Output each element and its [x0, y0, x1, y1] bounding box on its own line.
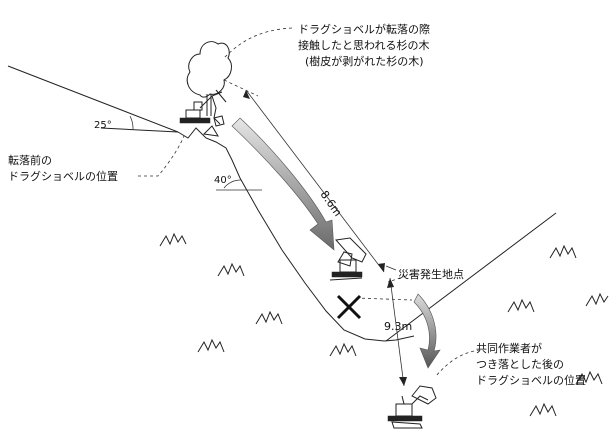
- excavator-before-fall-icon: [179, 89, 227, 137]
- accident-site-leader: [387, 273, 413, 283]
- upper-slope-angle-label: 25°: [94, 120, 112, 131]
- angle-arc-lower: [223, 179, 242, 189]
- right-slope-line: [385, 212, 557, 342]
- tree-callout-line-1: ドラグショベルが転落の際: [298, 22, 430, 36]
- grass-tufts: [159, 232, 609, 417]
- accident-site-x-marker: [336, 294, 362, 320]
- tree-callout-line-3: (樹皮が剥がれた杉の木): [305, 54, 424, 68]
- excavator-accident-site-icon: [329, 237, 367, 281]
- dimension-label-9-3m: 9.3m: [384, 320, 412, 333]
- before-fall-label-line-1: 転落前の: [8, 153, 52, 167]
- lower-slope-angle-label: 40°: [214, 175, 232, 186]
- after-fall-label-line-3: ドラグショベルの位置: [476, 373, 586, 387]
- before-fall-label-line-2: ドラグショベルの位置: [8, 169, 118, 183]
- angle-arc-upper: [129, 115, 134, 130]
- tree-callout-line-2: 接触したと思われる杉の木: [298, 38, 429, 52]
- before-fall-leader: [138, 135, 185, 177]
- after-fall-leader: [435, 349, 481, 377]
- upper-slope-line: [7, 65, 179, 133]
- accident-point-tick: [385, 265, 397, 271]
- tree-callout-leader: [223, 27, 293, 59]
- excavator-after-fall-icon: [387, 385, 437, 429]
- dimension-line-9-3m: [355, 277, 413, 387]
- first-fall-arrow: [231, 117, 335, 251]
- ledge-line: [100, 127, 179, 133]
- second-fall-arrow: [413, 293, 441, 369]
- accident-site-label: 災害発生地点: [398, 267, 464, 281]
- after-fall-label-line-2: つき落とした後の: [476, 357, 564, 371]
- after-fall-label-line-1: 共同作業者が: [476, 341, 542, 355]
- dimension-line-8-6m: [223, 79, 385, 273]
- lower-slope-line: [177, 127, 415, 342]
